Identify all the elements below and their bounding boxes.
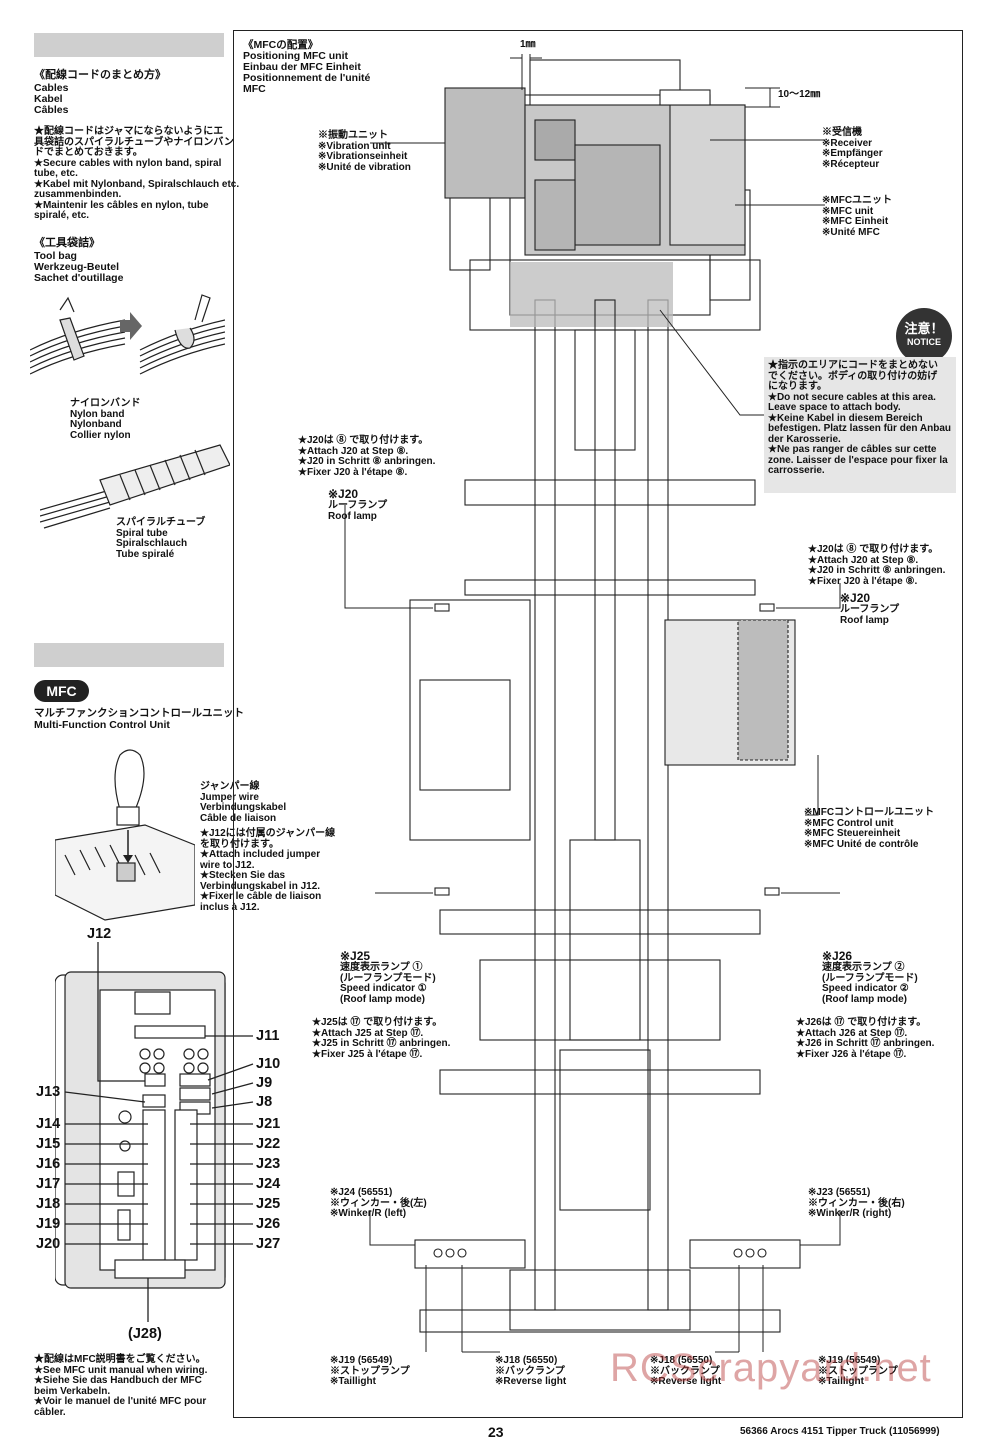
spiral-tube-labels: スパイラルチューブ Spiral tube Spiralschlauch Tub… [116,517,206,560]
wiring-note: ★配線はMFC説明書をご覧ください。 ★See MFC unit manual … [34,1354,208,1418]
j25-label: ※J25 速度表示ランプ ① (ルーフランプモード) Speed indicat… [340,949,436,1005]
toolbag-lines: Tool bag Werkzeug-Beutel Sachet d'outill… [34,250,124,284]
label-j18: J18 [36,1196,61,1212]
label-mfc-unit: ※MFCユニット ※MFC unit ※MFC Einheit ※Unité M… [822,195,893,238]
label-j9: J9 [256,1075,273,1091]
jumper-labels: ジャンパー線 Jumper wire Verbindungskabel Câbl… [200,781,287,824]
positioning-title: 《MFCの配置》 Positioning MFC unit Einbau der… [243,39,371,95]
j20-right-label: ※J20 ルーフランプ Roof lamp [840,591,900,626]
nylon-band-illustration [30,294,225,375]
cables-lines: Cables Kabel Câbles [34,82,69,116]
watermark: RCScrapyard.net [610,1346,932,1390]
label-j16: J16 [36,1156,61,1172]
mfc-board-diagram [55,971,226,1289]
cables-title: 《配線コードのまとめ方》 [34,69,166,81]
j20-right-note: ★J20は ⑧ で取り付けます。 ★Attach J20 at Step ⑧. … [808,544,946,587]
footer-title: 56366 Arocs 4151 Tipper Truck (11056999) [740,1426,940,1437]
jumper-note: ★J12には付属のジャンパー線 を取り付けます。 ★Attach include… [200,828,336,913]
label-j14: J14 [36,1116,61,1132]
label-j20: J20 [36,1236,61,1252]
label-j10: J10 [256,1056,281,1072]
j26-label: ※J26 速度表示ランプ ② (ルーフランプモード) Speed indicat… [822,949,918,1005]
section-bar-mfc [34,643,224,667]
j18-left-label: ※J18 (56550) ※バックランプ ※Reverse light [495,1355,567,1387]
page-number: 23 [488,1424,504,1440]
label-receiver: ※受信機 ※Receiver ※Empfänger ※Récepteur [822,127,883,170]
label-vibration-unit: ※振動ユニット ※Vibration unit ※Vibrationseinhe… [318,130,411,173]
toolbag-title: 《工具袋詰》 [34,237,100,249]
j26-note: ★J26は ⑰ で取り付けます。 ★Attach J26 at Step ⑰. … [796,1017,935,1060]
right-panel-frame [233,30,963,1418]
section-bar-cables [34,33,224,57]
label-j17: J17 [36,1176,61,1192]
dim-1mm: 1㎜ [520,39,536,50]
j24-label: ※J24 (56551) ※ウィンカー・後(左) ※Winker/R (left… [330,1187,427,1219]
label-j13: J13 [36,1084,61,1100]
j18-right-label: ※J18 (56550) ※バックランプ ※Reverse light [650,1355,722,1387]
notice-box: ★指示のエリアにコードをまとめない でください。ボディの取り付けの妨げ になりま… [764,357,956,493]
label-j19: J19 [36,1216,61,1232]
cables-notes: ★配線コードはジャマにならないようにエ 具袋詰のスパイラルチューブやナイロンバン… [34,126,240,221]
mfc-badge: MFC [34,680,89,702]
jumper-illustration [55,749,195,921]
label-j24: J24 [256,1176,281,1192]
label-j25: J25 [256,1196,281,1212]
j23-label: ※J23 (56551) ※ウィンカー・後(右) ※Winker/R (righ… [808,1187,905,1219]
connector-leader-lines [64,942,254,1322]
j19-right-label: ※J19 (56549) ※ストップランプ ※Taillight [818,1355,898,1387]
chassis-diagram [344,54,841,1353]
label-j26: J26 [256,1216,281,1232]
label-j28: (J28) [128,1326,162,1342]
dim-10-12mm: 10〜12㎜ [778,89,821,100]
label-j27: J27 [256,1236,281,1252]
mfc-jp-title: マルチファンクションコントロールユニット [34,707,244,719]
notice-badge: 注意！ NOTICE [896,308,952,364]
j20-left-note: ★J20は ⑧ で取り付けます。 ★Attach J20 at Step ⑧. … [298,435,436,478]
label-j11: J11 [256,1028,280,1044]
label-j12: J12 [87,926,112,942]
label-j15: J15 [36,1136,61,1152]
j20-left-label: ※J20 ルーフランプ Roof lamp [328,487,388,522]
label-j8: J8 [256,1094,273,1110]
label-j21: J21 [256,1116,281,1132]
label-control-unit: ※MFCコントロールユニット ※MFC Control unit ※MFC St… [804,807,935,850]
spiral-tube-illustration [40,444,230,529]
nylon-band-labels: ナイロンバンド Nylon band Nylonband Collier nyl… [70,398,141,441]
j19-left-label: ※J19 (56549) ※ストップランプ ※Taillight [330,1355,410,1387]
label-j23: J23 [256,1156,281,1172]
j25-note: ★J25は ⑰ で取り付けます。 ★Attach J25 at Step ⑰. … [312,1017,451,1060]
mfc-en-title: Multi-Function Control Unit [34,719,170,731]
label-j22: J22 [256,1136,281,1152]
